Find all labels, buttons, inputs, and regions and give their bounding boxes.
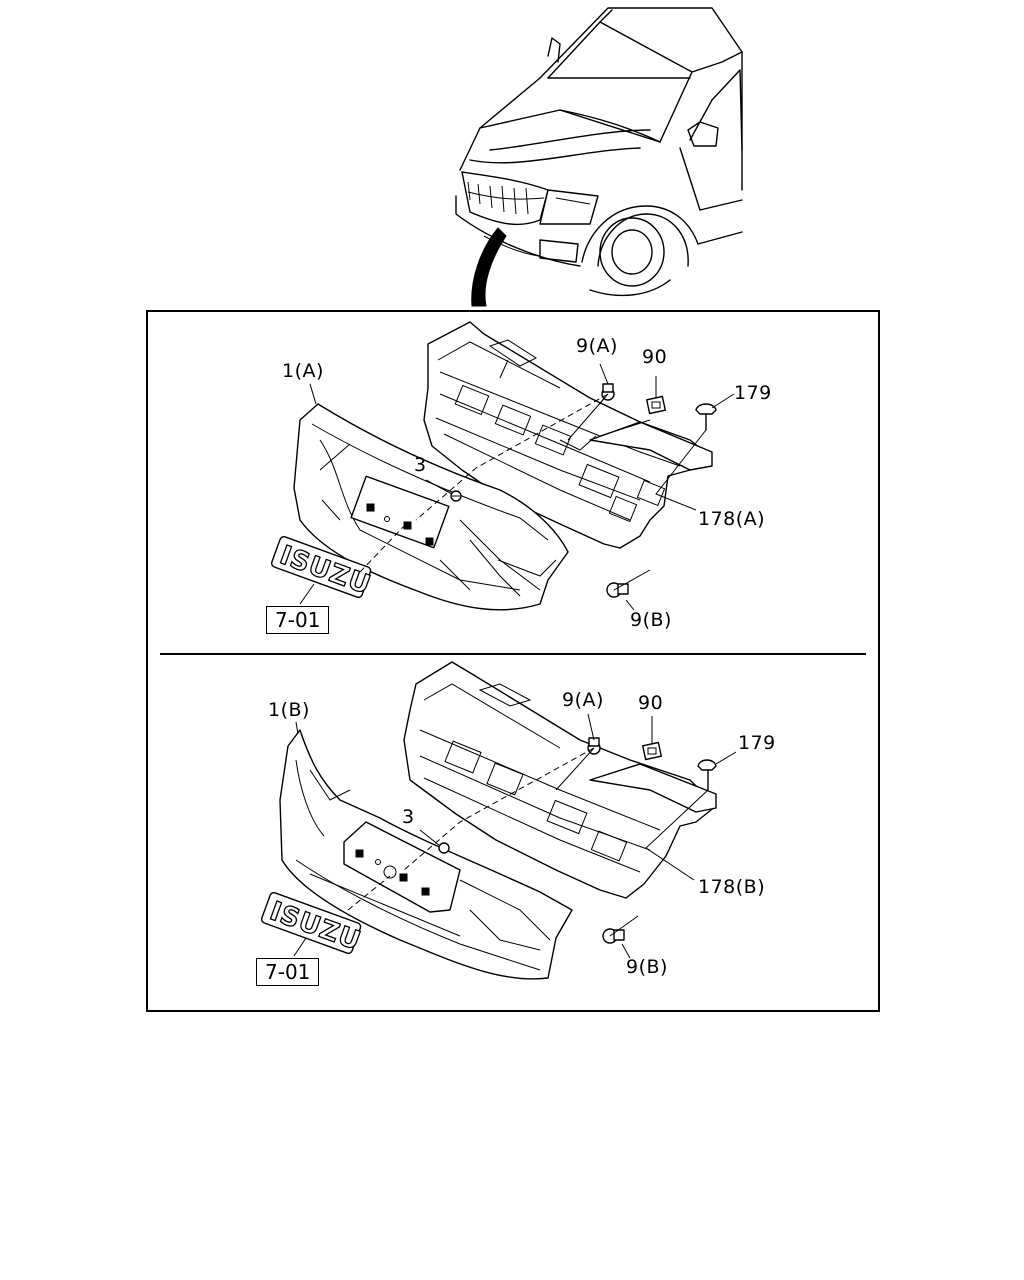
pin-179-icon	[695, 403, 717, 431]
label-bolt-9a: 9(A)	[562, 689, 604, 711]
label-pin-179: 179	[738, 732, 776, 754]
lower-assembly-drawing: ISUZU	[260, 661, 737, 980]
label-nut-90: 90	[642, 346, 668, 368]
panel-divider	[160, 653, 866, 655]
label-clip-3: 3	[402, 806, 415, 828]
label-nut-90: 90	[638, 692, 664, 714]
label-bolt-9b: 9(B)	[630, 609, 672, 631]
clip-3-icon	[438, 842, 450, 854]
label-bracket-178a: 178(A)	[698, 508, 766, 530]
ref-link-7-01[interactable]: 7-01	[256, 958, 320, 986]
vehicle-front-icon	[455, 7, 743, 307]
label-grille-1a: 1(A)	[282, 360, 324, 382]
label-bracket-178b: 178(B)	[698, 876, 766, 898]
clip-3-icon	[450, 490, 462, 502]
ref-link-7-01[interactable]: 7-01	[266, 606, 330, 634]
pin-179-icon	[697, 759, 717, 791]
diagram-frame	[146, 310, 880, 1012]
nut-90-icon	[646, 395, 666, 415]
label-bolt-9a: 9(A)	[576, 335, 618, 357]
nut-90-icon	[642, 741, 662, 761]
label-grille-1b: 1(B)	[268, 699, 310, 721]
label-bolt-9b: 9(B)	[626, 956, 668, 978]
label-pin-179: 179	[734, 382, 772, 404]
label-clip-3: 3	[414, 454, 427, 476]
